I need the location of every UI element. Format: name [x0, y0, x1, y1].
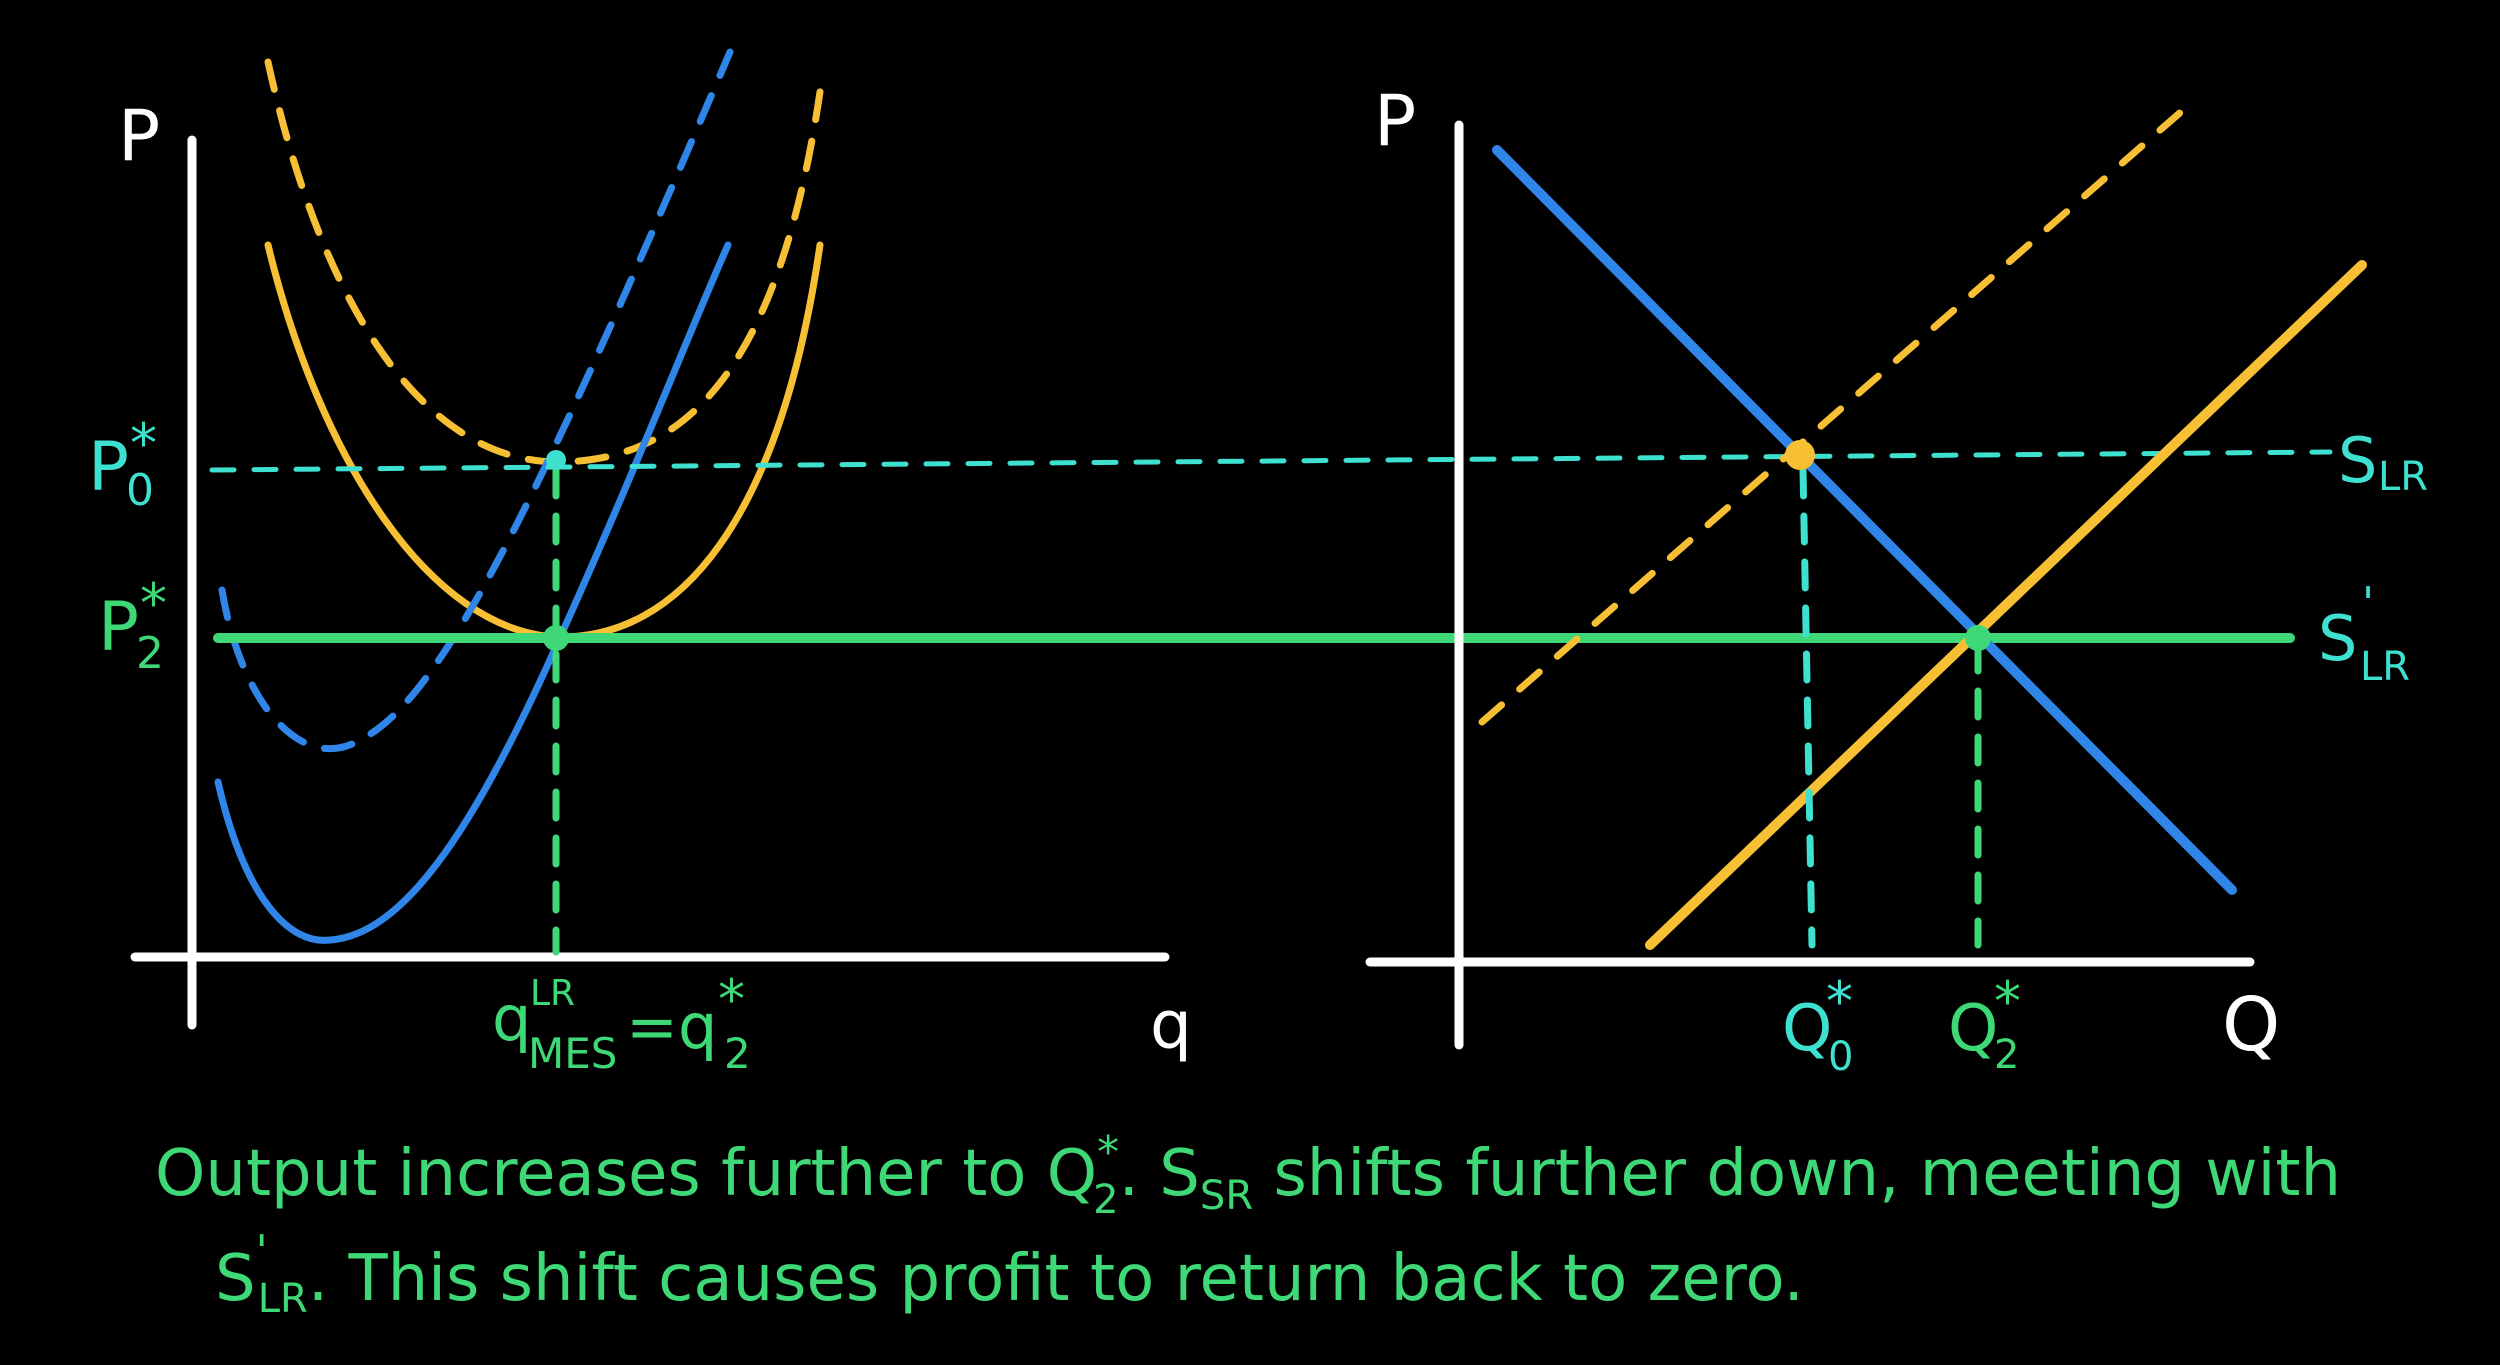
svg-text:S: S	[2338, 424, 2377, 497]
svg-text:*: *	[1826, 970, 1853, 1033]
firm-x-axis-label: q	[1150, 987, 1192, 1064]
caption-line1-sup: *	[1097, 1127, 1119, 1178]
svg-text:LR: LR	[530, 973, 575, 1014]
svg-text:S'LR. This shift causes profit: S'LR. This shift causes profit to return…	[215, 1226, 1804, 1322]
svg-text:q: q	[492, 982, 531, 1055]
svg-text:*: *	[130, 412, 157, 475]
caption-line2-sup: '	[256, 1226, 268, 1277]
firm-graph: P q P 0 * P 2 * q LR MES =q 2 *	[88, 48, 1192, 1078]
firm-qmes-label: q LR MES =q 2 *	[492, 968, 751, 1078]
svg-text:': '	[2362, 578, 2374, 629]
caption-line1-b: . S	[1119, 1137, 1200, 1211]
market-q0-label: Q 0 *	[1782, 970, 1853, 1080]
svg-text:Q: Q	[1782, 992, 1832, 1066]
svg-text:S: S	[2318, 602, 2357, 675]
caption: Output increases further to Q*2. SSR shi…	[155, 1127, 2341, 1322]
firm-atc-dashed-curve	[264, 58, 826, 466]
market-supply-sr-curve	[1645, 260, 2367, 950]
firm-price-p2-label: P 2 *	[98, 572, 167, 679]
market-q0-dropline	[1799, 466, 1816, 949]
svg-text:2: 2	[136, 628, 164, 679]
firm-mc-dashed-curve	[218, 48, 734, 753]
caption-line2-sub: LR	[258, 1276, 308, 1322]
market-q2-label: Q 2 *	[1948, 970, 2021, 1078]
svg-text:MES: MES	[528, 1029, 617, 1078]
caption-line1-b-sub: SR	[1200, 1173, 1253, 1219]
svg-text:=q: =q	[626, 990, 717, 1063]
svg-text:LR: LR	[2378, 454, 2428, 500]
svg-text:*: *	[140, 572, 167, 635]
svg-text:*: *	[1994, 970, 2021, 1033]
caption-line2-a: S	[215, 1242, 256, 1316]
caption-line1-a: Output increases further to Q	[155, 1137, 1097, 1211]
firm-y-axis-label: P	[118, 95, 160, 177]
svg-text:2: 2	[724, 1029, 751, 1078]
market-y-axis-label: P	[1374, 80, 1416, 162]
svg-text:P: P	[88, 428, 129, 507]
supply-lr-label: S LR	[2338, 424, 2428, 500]
supply-lr-prime-label: S ' LR	[2318, 578, 2410, 690]
caption-line1-c: shifts further down, meeting with	[1253, 1137, 2341, 1211]
svg-text:0: 0	[1828, 1034, 1853, 1080]
price-p0-dashed-line	[209, 449, 2333, 473]
market-x-axis-label: Q	[2222, 982, 2280, 1068]
svg-text:P: P	[98, 588, 139, 667]
market-demand-curve	[1492, 145, 2237, 895]
svg-text:0: 0	[126, 465, 154, 516]
market-old-equilibrium-point	[1785, 440, 1815, 470]
market-new-equilibrium-point	[1965, 625, 1991, 651]
svg-text:2: 2	[1994, 1032, 2019, 1078]
caption-line1-sub: 2	[1093, 1177, 1118, 1223]
market-graph: P Q S LR S ' LR Q 0 * Q 2 *	[1365, 80, 2428, 1080]
firm-price-p0-label: P 0 *	[88, 412, 157, 516]
svg-text:Q: Q	[1948, 992, 1998, 1066]
firm-mc-curve	[214, 241, 732, 944]
svg-text:*: *	[718, 968, 745, 1031]
caption-line2-b: . This shift causes profit to return bac…	[308, 1242, 1804, 1316]
market-supply-old-dashed	[1478, 100, 2194, 726]
svg-text:LR: LR	[2360, 644, 2410, 690]
svg-text:Output increases further to Q*: Output increases further to Q*2. SSR shi…	[155, 1127, 2341, 1223]
